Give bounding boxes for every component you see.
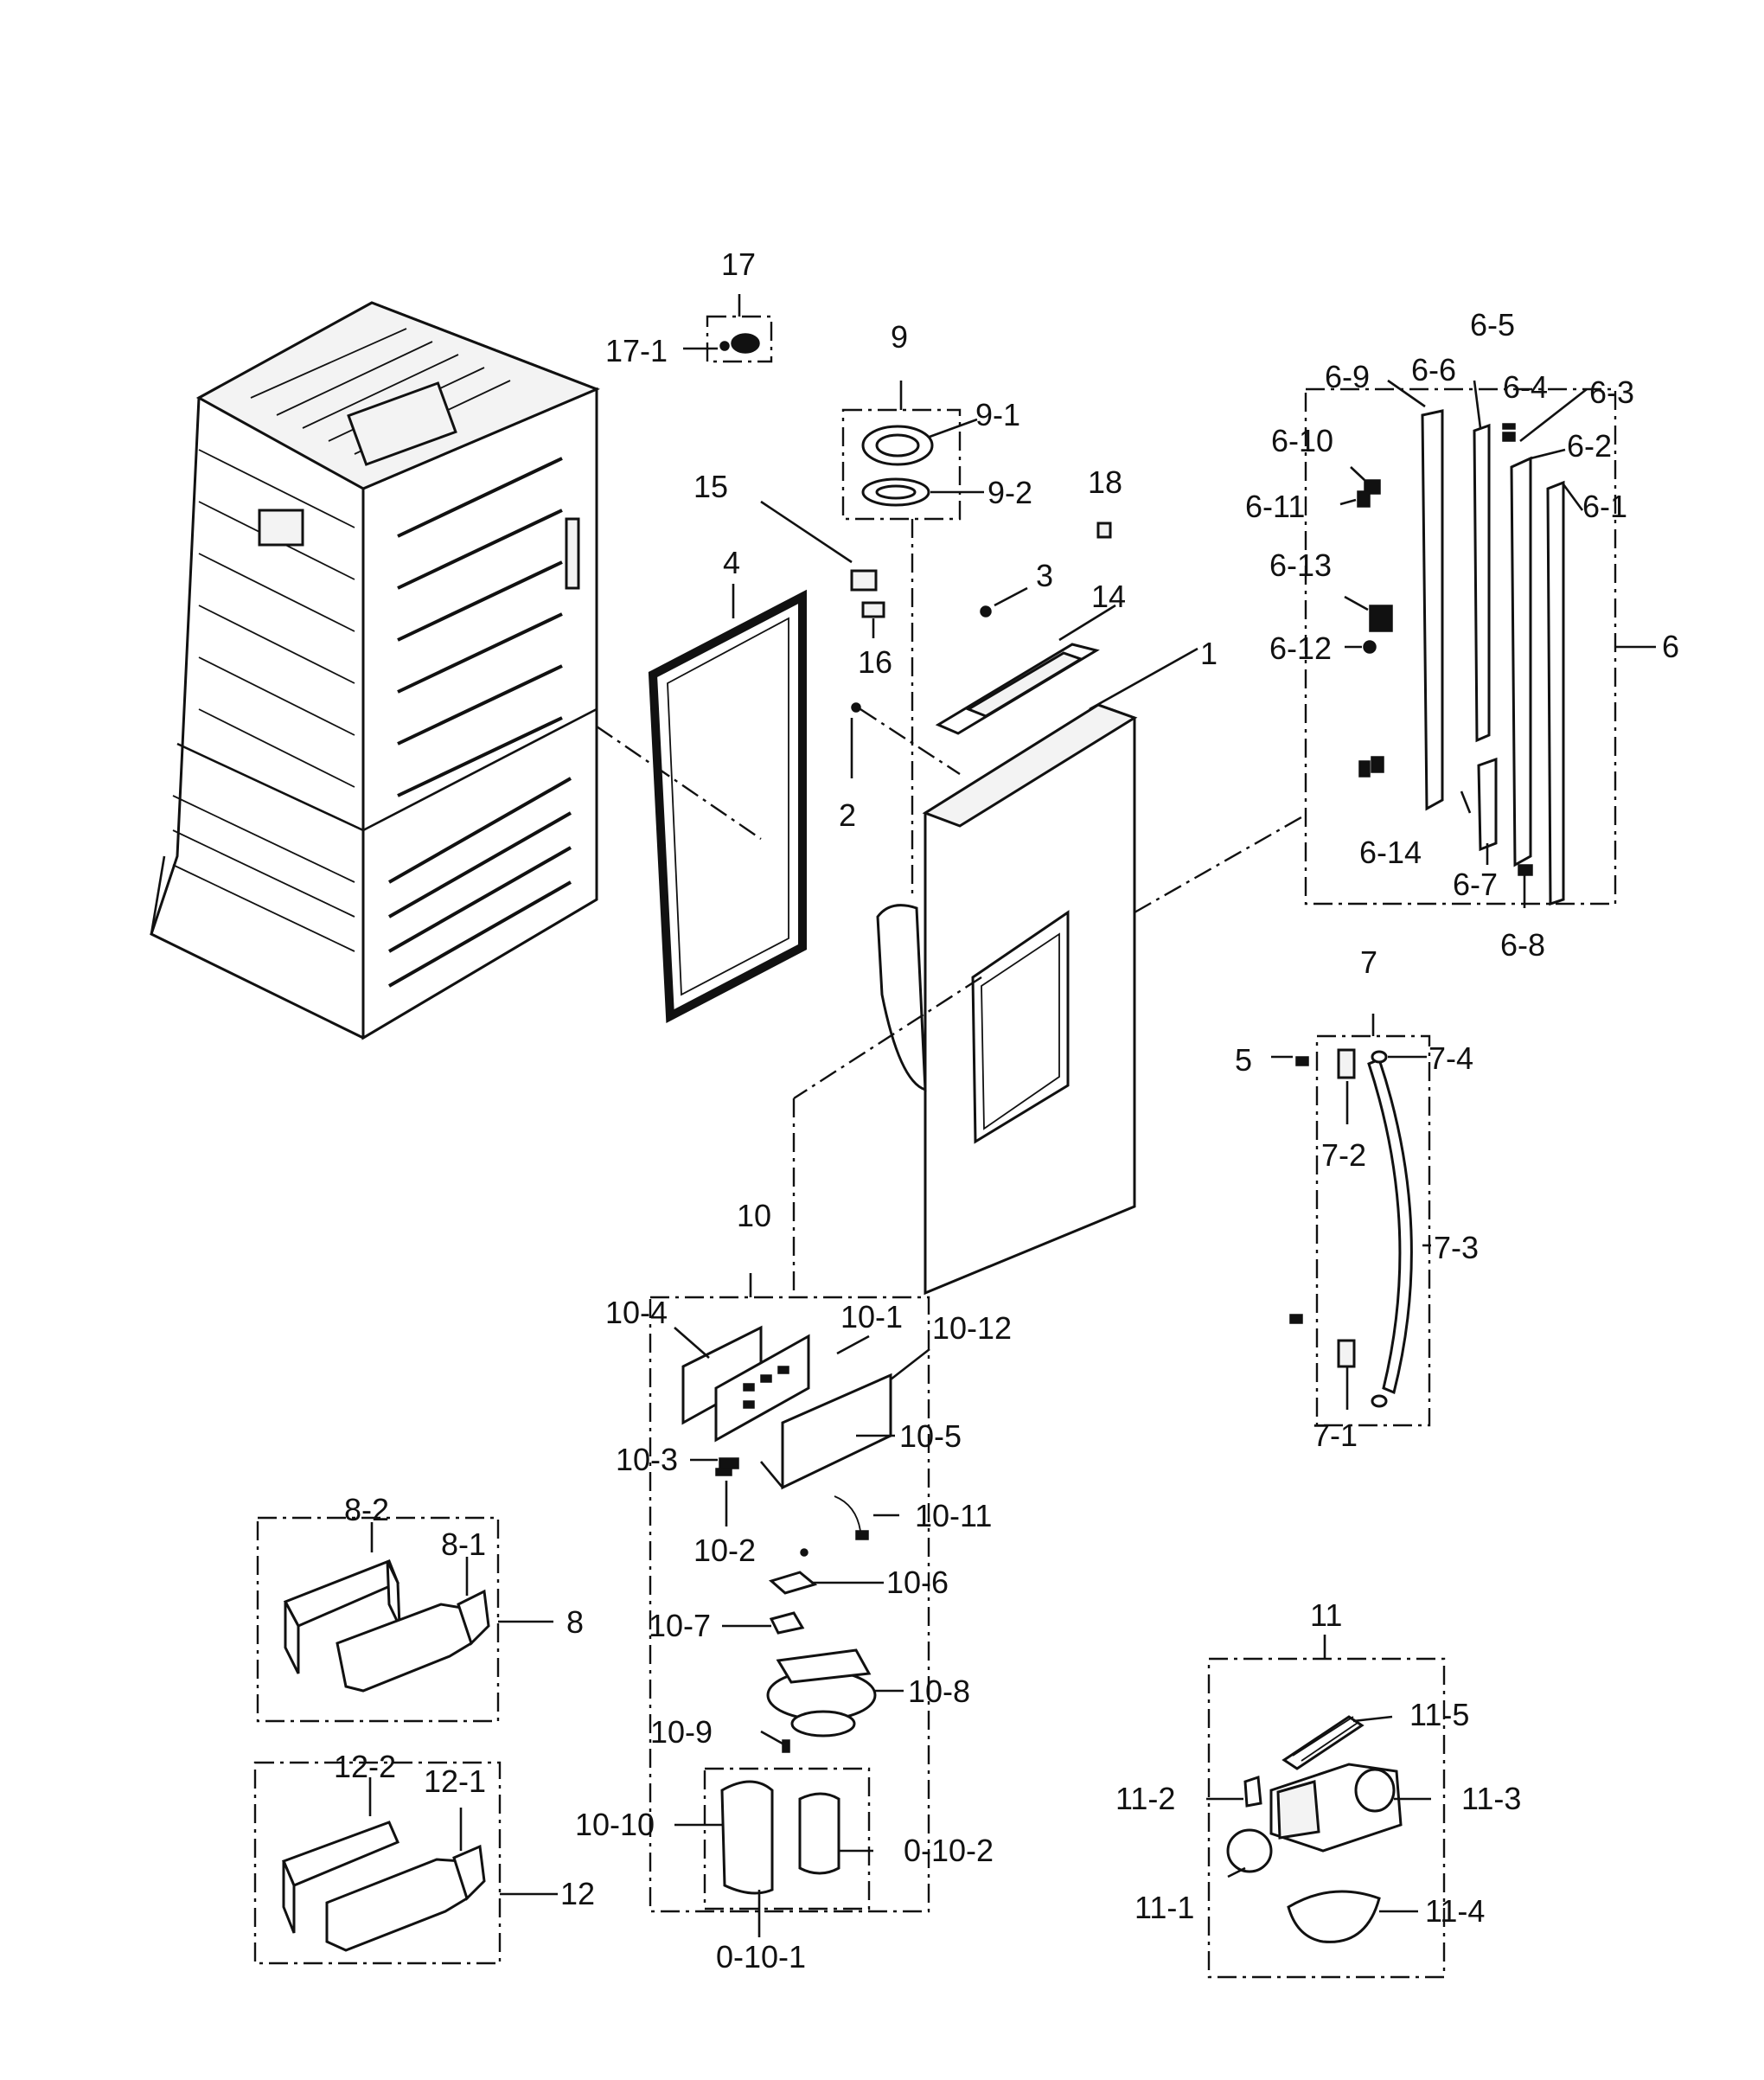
callout-6-3: 6-3 bbox=[1589, 374, 1635, 410]
callout-8: 8 bbox=[566, 1604, 585, 1640]
callout-10-12: 10-12 bbox=[932, 1310, 1013, 1346]
callout-8-1: 8-1 bbox=[441, 1526, 487, 1562]
refrigerator-cabinet bbox=[150, 301, 600, 1040]
callout-12: 12 bbox=[560, 1876, 596, 1911]
callout-10-8: 10-8 bbox=[908, 1674, 971, 1709]
callout-6-6: 6-6 bbox=[1411, 352, 1457, 387]
callout-0-10-2: 0-10-2 bbox=[904, 1833, 994, 1868]
callout-6-12: 6-12 bbox=[1269, 630, 1333, 666]
callout-6-5: 6-5 bbox=[1470, 307, 1516, 342]
callout-6-4: 6-4 bbox=[1503, 369, 1549, 405]
callout-6-14: 6-14 bbox=[1359, 835, 1422, 870]
part-7-group bbox=[1271, 1014, 1431, 1427]
part-6-group bbox=[1304, 379, 1656, 908]
callout-9: 9 bbox=[891, 319, 909, 355]
part-15-16-hinge bbox=[760, 500, 961, 778]
callout-6-8: 6-8 bbox=[1500, 927, 1546, 963]
callout-11-3: 11-3 bbox=[1461, 1781, 1522, 1816]
callout-10-7: 10-7 bbox=[649, 1608, 712, 1643]
callout-17-1: 17-1 bbox=[605, 333, 668, 368]
callout-11: 11 bbox=[1310, 1597, 1343, 1633]
callout-10-9: 10-9 bbox=[650, 1714, 713, 1750]
callout-18: 18 bbox=[1088, 464, 1123, 500]
callout-17: 17 bbox=[721, 246, 757, 282]
part-14-cover bbox=[935, 604, 1116, 735]
callout-12-2: 12-2 bbox=[334, 1749, 397, 1784]
callout-10-5: 10-5 bbox=[899, 1418, 962, 1454]
callout-5: 5 bbox=[1235, 1042, 1253, 1078]
part-12-group bbox=[253, 1761, 558, 1965]
callout-9-1: 9-1 bbox=[975, 397, 1021, 432]
callout-6-7: 6-7 bbox=[1453, 867, 1499, 902]
callout-15: 15 bbox=[693, 469, 729, 504]
callout-11-1: 11-1 bbox=[1134, 1890, 1195, 1925]
part-11-group bbox=[1206, 1635, 1446, 1979]
callout-10-6: 10-6 bbox=[886, 1565, 949, 1600]
callout-6-10: 6-10 bbox=[1271, 423, 1334, 458]
callout-6-11: 6-11 bbox=[1245, 489, 1306, 524]
callout-10-2: 10-2 bbox=[693, 1533, 757, 1568]
callout-4: 4 bbox=[723, 545, 741, 580]
part-4-gasket bbox=[596, 584, 807, 1024]
part-18 bbox=[1096, 522, 1112, 539]
callout-9-2: 9-2 bbox=[987, 475, 1033, 510]
callout-12-1: 12-1 bbox=[424, 1763, 487, 1799]
callout-11-4: 11-4 bbox=[1425, 1893, 1486, 1929]
callout-7-3: 7-3 bbox=[1434, 1230, 1480, 1265]
callout-2: 2 bbox=[839, 797, 857, 833]
callout-10-4: 10-4 bbox=[605, 1295, 668, 1330]
part-17-group bbox=[683, 294, 773, 363]
callout-6-2: 6-2 bbox=[1567, 428, 1613, 464]
callout-10-10: 10-10 bbox=[575, 1807, 655, 1842]
part-10-group bbox=[649, 1273, 930, 1937]
callout-8-2: 8-2 bbox=[344, 1492, 390, 1527]
callout-7-1: 7-1 bbox=[1313, 1418, 1358, 1453]
callout-10-11: 10-11 bbox=[915, 1498, 993, 1533]
callout-14: 14 bbox=[1091, 579, 1127, 614]
callout-6-9: 6-9 bbox=[1325, 359, 1371, 394]
part-9-group bbox=[841, 381, 984, 899]
callout-11-2: 11-2 bbox=[1115, 1781, 1176, 1816]
callout-10: 10 bbox=[737, 1198, 772, 1233]
callout-6: 6 bbox=[1662, 629, 1680, 664]
callout-16: 16 bbox=[858, 644, 893, 680]
callout-11-5: 11-5 bbox=[1409, 1697, 1470, 1732]
callout-3: 3 bbox=[1036, 558, 1054, 593]
callout-7-2: 7-2 bbox=[1321, 1137, 1367, 1173]
callout-7: 7 bbox=[1360, 944, 1378, 980]
part-1-door bbox=[792, 647, 1302, 1297]
callout-7-4: 7-4 bbox=[1428, 1040, 1474, 1076]
callout-10-1: 10-1 bbox=[840, 1299, 904, 1334]
callout-10-3: 10-3 bbox=[616, 1442, 679, 1477]
callout-6-13: 6-13 bbox=[1269, 547, 1333, 583]
callout-1: 1 bbox=[1200, 636, 1218, 671]
callout-0-10-1: 0-10-1 bbox=[716, 1939, 807, 1974]
callout-6-1: 6-1 bbox=[1582, 489, 1628, 524]
part-8-group bbox=[256, 1516, 553, 1723]
part-3-screw bbox=[980, 586, 1028, 618]
